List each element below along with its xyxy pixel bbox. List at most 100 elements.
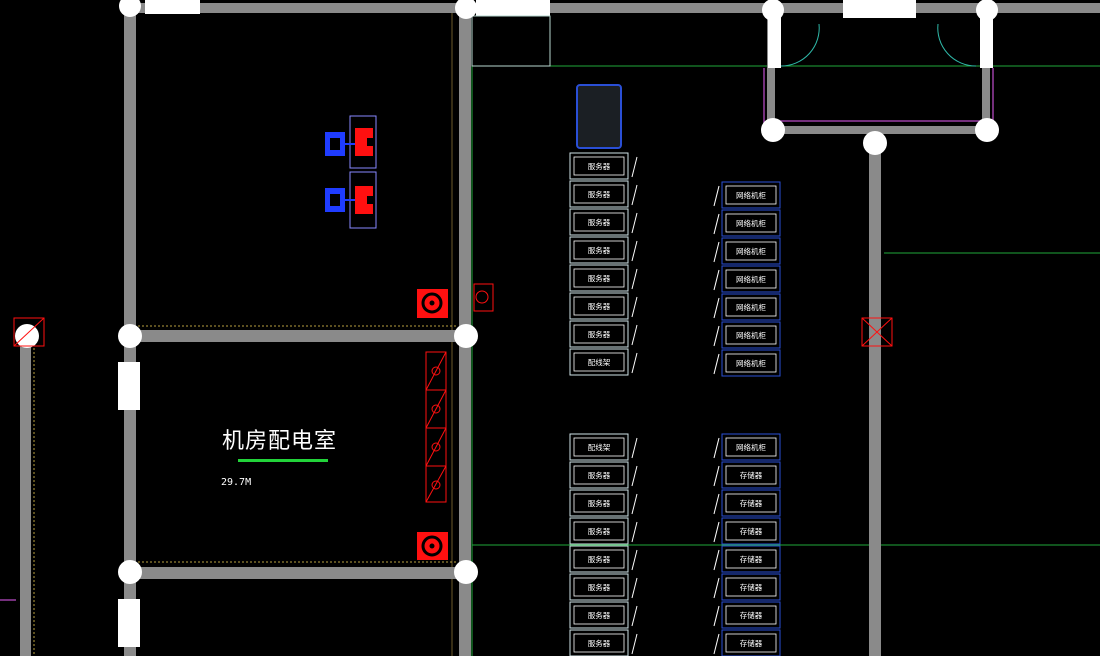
door-swing bbox=[780, 23, 820, 67]
rack-unit: 服务器 bbox=[569, 461, 638, 489]
rack-outline bbox=[721, 181, 781, 209]
distribution-cabinets bbox=[425, 351, 447, 503]
rack-label: 服务器 bbox=[588, 610, 611, 620]
column bbox=[762, 0, 784, 21]
rack-label: 服务器 bbox=[588, 329, 611, 339]
cabinet-dot bbox=[431, 404, 441, 414]
opening bbox=[843, 0, 916, 18]
marker-line bbox=[13, 317, 45, 347]
red-device-core bbox=[429, 543, 435, 549]
rack-unit: 服务器 bbox=[569, 545, 638, 573]
rack-outline bbox=[721, 489, 781, 517]
frame-box bbox=[471, 15, 551, 67]
rack-outline bbox=[721, 573, 781, 601]
rack-outline bbox=[569, 236, 629, 264]
ac-frame bbox=[349, 115, 377, 169]
rack-label: 网络机柜 bbox=[736, 302, 766, 312]
rack-inner bbox=[573, 156, 625, 176]
rack-door-line bbox=[713, 493, 720, 515]
doors bbox=[780, 23, 977, 67]
rack-inner bbox=[725, 549, 777, 569]
rack-outline bbox=[569, 601, 629, 629]
rack-unit: 配线架 bbox=[569, 348, 638, 376]
red-device-ring bbox=[421, 535, 443, 557]
column bbox=[454, 324, 478, 348]
rack-unit: 服务器 bbox=[569, 292, 638, 320]
rack-door-line bbox=[631, 493, 638, 515]
ac-body-red bbox=[355, 186, 373, 214]
rack-label: 存储器 bbox=[740, 638, 763, 648]
rack-label: 服务器 bbox=[588, 301, 611, 311]
rack-unit: 服务器 bbox=[569, 180, 638, 208]
rack-unit: 网络机柜 bbox=[713, 433, 781, 461]
column bbox=[118, 560, 142, 584]
rack-label: 服务器 bbox=[588, 498, 611, 508]
rack-door-line bbox=[713, 633, 720, 655]
column bbox=[863, 131, 887, 155]
wall-room-top bbox=[130, 330, 466, 342]
rack-outline bbox=[721, 237, 781, 265]
wall-right bbox=[869, 140, 881, 656]
ac-body-blue bbox=[325, 188, 345, 212]
rack-door-line bbox=[631, 240, 638, 262]
rack-label: 存储器 bbox=[740, 498, 763, 508]
rack-door-line bbox=[631, 268, 638, 290]
column bbox=[975, 118, 999, 142]
rack-label: 网络机柜 bbox=[736, 190, 766, 200]
cabinet-diag bbox=[425, 465, 447, 503]
rack-inner bbox=[725, 437, 777, 457]
rack-label: 网络机柜 bbox=[736, 246, 766, 256]
rack-unit: 服务器 bbox=[569, 152, 638, 180]
rack-label: 存储器 bbox=[740, 554, 763, 564]
rack-outline bbox=[721, 545, 781, 573]
rack-door-line bbox=[713, 437, 720, 459]
rack-door-line bbox=[713, 353, 720, 375]
ac-unit bbox=[325, 115, 377, 169]
rack-door-line bbox=[631, 577, 638, 599]
rack-inner bbox=[573, 268, 625, 288]
rack-inner bbox=[725, 521, 777, 541]
ups-device bbox=[576, 84, 622, 149]
rack-door-line bbox=[713, 465, 720, 487]
rack-label: 服务器 bbox=[588, 189, 611, 199]
rack-label: 网络机柜 bbox=[736, 218, 766, 228]
rack-label: 服务器 bbox=[588, 470, 611, 480]
wall-corridor-right bbox=[982, 10, 990, 132]
rack-unit: 配线架 bbox=[569, 433, 638, 461]
ac-body-red bbox=[355, 128, 373, 156]
rack-unit: 存储器 bbox=[713, 573, 781, 601]
rack-door-line bbox=[713, 325, 720, 347]
rack-door-line bbox=[631, 465, 638, 487]
rack-outline bbox=[569, 461, 629, 489]
rack-inner bbox=[573, 324, 625, 344]
rack-outline bbox=[569, 152, 629, 180]
rack-label: 网络机柜 bbox=[736, 358, 766, 368]
red-device-core bbox=[429, 300, 435, 306]
ac-units bbox=[325, 115, 377, 229]
rack-door-line bbox=[713, 213, 720, 235]
opening bbox=[118, 599, 140, 647]
rack-label: 存储器 bbox=[740, 470, 763, 480]
rack-unit: 服务器 bbox=[569, 208, 638, 236]
rack-inner bbox=[725, 577, 777, 597]
rack-unit: 网络机柜 bbox=[713, 209, 781, 237]
cabinet-diag bbox=[425, 389, 447, 429]
rack-unit: 服务器 bbox=[569, 489, 638, 517]
rack-label: 存储器 bbox=[740, 610, 763, 620]
column bbox=[761, 118, 785, 142]
rack-outline bbox=[569, 264, 629, 292]
rack-door-line bbox=[631, 633, 638, 655]
rack-outline bbox=[721, 321, 781, 349]
rack-unit: 服务器 bbox=[569, 320, 638, 348]
column bbox=[119, 0, 141, 17]
rack-unit: 存储器 bbox=[713, 629, 781, 656]
rack-inner bbox=[573, 493, 625, 513]
rack-outline bbox=[721, 601, 781, 629]
column bbox=[15, 324, 39, 348]
rack-label: 网络机柜 bbox=[736, 274, 766, 284]
rack-door-line bbox=[631, 212, 638, 234]
door-swing bbox=[937, 23, 977, 67]
marker bbox=[13, 317, 45, 347]
